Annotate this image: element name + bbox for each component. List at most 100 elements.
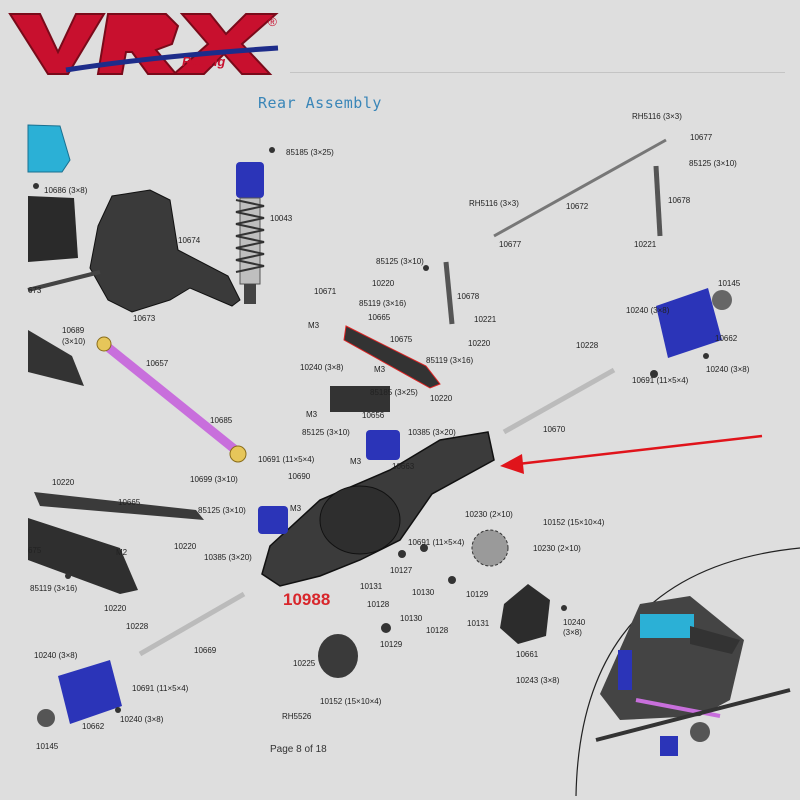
part-label: 10678 xyxy=(668,196,691,205)
highlight-arrowhead xyxy=(500,454,524,474)
purple-driveshaft-10685 xyxy=(99,339,243,457)
page-title: Rear Assembly xyxy=(258,94,382,112)
blue-hub-left xyxy=(58,660,122,724)
lower-link-plate xyxy=(28,518,138,594)
part-label: 10128 xyxy=(426,626,449,635)
part-label: 85185 (3×25) xyxy=(286,148,334,157)
part-label: 10240 (3×8) xyxy=(626,306,670,315)
part-label: 10221 xyxy=(634,240,657,249)
inset-vehicle xyxy=(595,596,791,756)
part-label: 10228 xyxy=(576,341,599,350)
part-label: 10130 xyxy=(400,614,423,623)
part-label: 10130 xyxy=(412,588,435,597)
part-label: 10665 xyxy=(118,498,141,507)
part-label: 10240 (3×8) xyxy=(120,715,164,724)
highlight-arrow xyxy=(517,434,763,466)
spool-10225 xyxy=(318,634,358,678)
left-lower-link xyxy=(28,330,84,386)
part-label: 10672 xyxy=(566,202,589,211)
part-label: 10691 (11×5×4) xyxy=(408,538,465,547)
ring-gear xyxy=(471,529,509,567)
part-label: 10228 xyxy=(126,622,149,631)
part-label: 10240 xyxy=(563,618,586,627)
part-label: 10691 (11×5×4) xyxy=(632,376,689,385)
part-label: 10225 xyxy=(293,659,316,668)
part-label: 10662 xyxy=(715,334,738,343)
rod-10678-upper xyxy=(653,165,663,237)
part-label: 10662 xyxy=(82,722,105,731)
link-mount-10656 xyxy=(330,386,390,412)
part-label: 85119 (3×16) xyxy=(426,356,474,365)
part-label: 10699 (3×10) xyxy=(190,475,238,484)
part-label: 10691 (11×5×4) xyxy=(258,455,315,464)
part-label: 10673 xyxy=(133,314,156,323)
hardware-screws xyxy=(33,147,709,713)
part-label: 10678 xyxy=(457,292,480,301)
part-label: 10240 (3×8) xyxy=(706,365,750,374)
part-label: 85185 (3×25) xyxy=(370,388,418,397)
part-label: 10131 xyxy=(360,582,383,591)
part-label: M3 xyxy=(306,410,318,419)
part-label: RH5526 xyxy=(282,712,312,721)
servo-box xyxy=(28,196,78,262)
part-label: M3 xyxy=(350,457,362,466)
part-label: 85125 (3×10) xyxy=(302,428,350,437)
u-joint-left xyxy=(96,336,112,352)
part-label: 10674 xyxy=(178,236,201,245)
part-label: 10220 xyxy=(468,339,491,348)
part-label: M2 xyxy=(116,548,128,557)
part-label: 673 xyxy=(28,286,42,295)
part-label: M3 xyxy=(374,365,386,374)
upper-link-10675 xyxy=(343,325,441,389)
header-rule xyxy=(290,72,785,73)
part-label: 10691 (11×5×4) xyxy=(132,684,189,693)
part-label: 10685 xyxy=(210,416,233,425)
part-label: 10670 xyxy=(543,425,566,434)
part-label: 10145 xyxy=(718,279,741,288)
page-footer: Page 8 of 18 xyxy=(270,744,327,755)
part-label: 10686 (3×8) xyxy=(44,186,88,195)
highlighted-part-label: 10988 xyxy=(283,590,331,609)
steering-rod-10672 xyxy=(493,138,667,238)
part-label: 10663 xyxy=(392,462,415,471)
part-label: 10661 xyxy=(516,650,539,659)
part-label: 10656 xyxy=(362,411,385,420)
part-label: 10240 (3×8) xyxy=(34,651,78,660)
part-label: 10220 xyxy=(372,279,395,288)
part-label: 10230 (2×10) xyxy=(465,510,513,519)
part-label: 10129 xyxy=(466,590,489,599)
part-label: 10677 xyxy=(690,133,713,142)
diff-cover-10661 xyxy=(500,584,550,644)
part-label: 10657 xyxy=(146,359,169,368)
part-label: 10152 (15×10×4) xyxy=(543,518,605,527)
axle-shaft-10670 xyxy=(502,367,616,435)
part-label: 10677 xyxy=(499,240,522,249)
part-label: 10152 (15×10×4) xyxy=(320,697,382,706)
logo-sub: Racing xyxy=(182,54,225,69)
part-label: 10220 xyxy=(430,394,453,403)
blue-hub-right xyxy=(656,288,722,358)
part-label: 10675 xyxy=(390,335,413,344)
rod-10678-lower xyxy=(443,261,455,325)
part-label: 10043 xyxy=(270,214,293,223)
lower-link-10665 xyxy=(34,492,204,520)
shock-absorber-10043 xyxy=(235,162,265,304)
part-label: 10128 xyxy=(367,600,390,609)
part-label: 10127 xyxy=(390,566,413,575)
part-label: 10243 (3×8) xyxy=(516,676,560,685)
part-label: 85125 (3×10) xyxy=(198,506,246,515)
part-label: M3 xyxy=(290,504,302,513)
part-label: M3 xyxy=(308,321,320,330)
blue-mount-10385 xyxy=(258,506,288,534)
part-label: 10220 xyxy=(104,604,127,613)
vrx-racing-logo: ® Racing xyxy=(8,13,279,75)
part-label: 675 xyxy=(28,546,42,555)
part-label: 10385 (3×20) xyxy=(408,428,456,437)
differential-case xyxy=(319,485,401,555)
part-label: 10129 xyxy=(380,640,403,649)
body-part-cyan xyxy=(27,124,71,173)
part-label: 10220 xyxy=(52,478,75,487)
part-label: 10220 xyxy=(174,542,197,551)
